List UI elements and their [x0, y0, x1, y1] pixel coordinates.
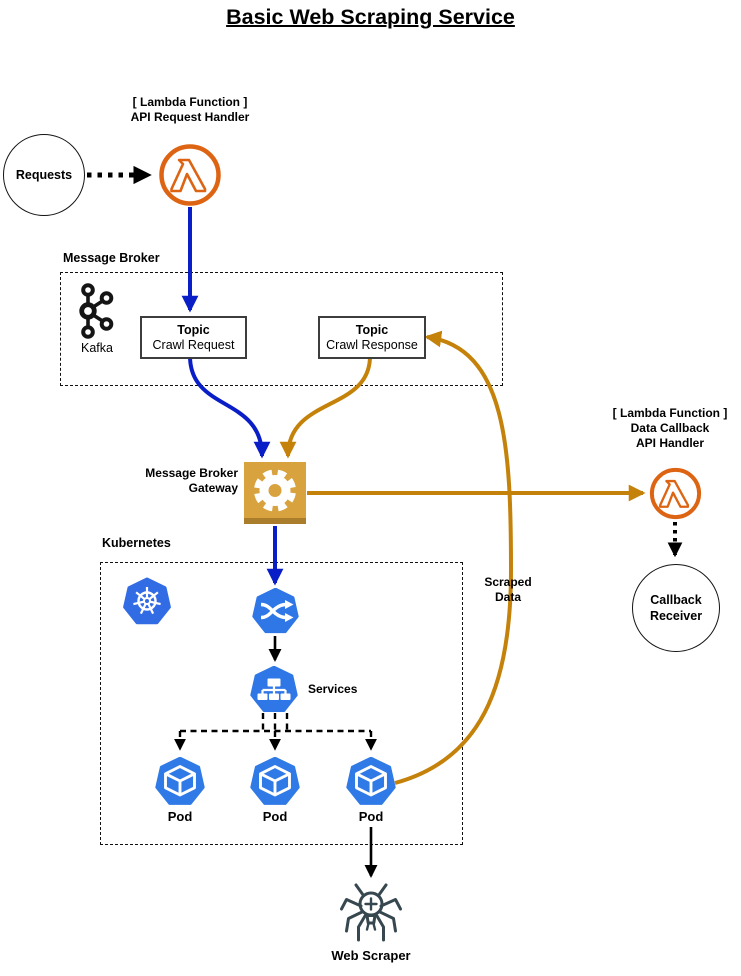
- pod-icon: [346, 757, 396, 805]
- ingress-shuffle-icon: [252, 588, 299, 634]
- edge-pod-to-topic-response-scraped-data: [394, 330, 514, 785]
- ingress-node[interactable]: [252, 588, 299, 635]
- pod-label-3: Pod: [358, 809, 384, 824]
- edge-topic-request-to-gateway: [188, 355, 271, 459]
- pod-node-1[interactable]: [155, 757, 205, 807]
- lambda-api-label-line1: [ Lambda Function ]: [132, 95, 248, 109]
- lambda-api-label-line2: API Request Handler: [130, 110, 250, 124]
- kafka-node[interactable]: [76, 282, 118, 340]
- gateway-gear-icon: [244, 462, 306, 524]
- requests-label: Requests: [15, 168, 73, 182]
- services-icon: [250, 666, 298, 713]
- lambda-callback-label-line1: [ Lambda Function ]: [612, 406, 728, 420]
- topic-response-title: Topic: [355, 322, 389, 337]
- lambda-icon: [159, 144, 221, 206]
- lambda-callback-label-line2: Data Callback: [630, 421, 710, 435]
- pod-label-1: Pod: [167, 809, 193, 824]
- pod-node-2[interactable]: [250, 757, 300, 807]
- kubernetes-group-box[interactable]: [100, 562, 463, 845]
- scraped-data-line2: Data: [494, 590, 521, 604]
- message-broker-group-box[interactable]: [60, 272, 503, 386]
- pod-label-2: Pod: [262, 809, 288, 824]
- services-label: Services: [308, 682, 358, 696]
- gateway-label-line2: Gateway: [188, 481, 238, 495]
- services-node[interactable]: [250, 666, 298, 714]
- scraped-data-line1: Scraped: [484, 575, 532, 589]
- edge-services-fanout: [180, 713, 371, 733]
- pod-node-3[interactable]: [346, 757, 396, 807]
- web-scraper-node[interactable]: [339, 883, 403, 945]
- lambda-callback-label: [ Lambda Function ] Data Callback API Ha…: [595, 406, 741, 451]
- diagram-title: Basic Web Scraping Service: [226, 5, 515, 29]
- kafka-label: Kafka: [81, 341, 113, 355]
- scraped-data-label: Scraped Data: [468, 575, 548, 605]
- lambda-api-node[interactable]: [158, 143, 222, 207]
- lambda-api-label: [ Lambda Function ] API Request Handler: [90, 95, 290, 125]
- gateway-label-line1: Message Broker: [145, 466, 238, 480]
- web-scraper-label: Web Scraper: [331, 948, 411, 963]
- callback-receiver-line2: Receiver: [649, 609, 703, 623]
- pod-icon: [155, 757, 205, 805]
- topic-response-name: Crawl Response: [326, 337, 418, 352]
- requests-node[interactable]: Requests: [3, 134, 85, 216]
- topic-request-name: Crawl Request: [152, 337, 235, 352]
- lambda-callback-node[interactable]: [649, 467, 702, 520]
- kubernetes-icon: [123, 577, 171, 625]
- kubernetes-logo-node[interactable]: [121, 576, 173, 628]
- lambda-icon: [649, 467, 702, 520]
- spider-icon: [340, 883, 402, 942]
- topic-crawl-request-node[interactable]: Topic Crawl Request: [140, 316, 247, 359]
- kubernetes-group-label: Kubernetes: [102, 536, 171, 550]
- message-broker-group-label: Message Broker: [63, 251, 160, 265]
- topic-request-title: Topic: [177, 322, 210, 337]
- edge-topic-response-to-gateway: [279, 355, 372, 459]
- callback-receiver-line1: Callback: [650, 593, 702, 607]
- message-broker-gateway-node[interactable]: [244, 462, 306, 524]
- pod-icon: [250, 757, 300, 805]
- gateway-label: Message Broker Gateway: [108, 466, 238, 496]
- kafka-icon: [79, 283, 114, 339]
- topic-crawl-response-node[interactable]: Topic Crawl Response: [318, 316, 426, 359]
- lambda-callback-label-line3: API Handler: [635, 436, 704, 450]
- callback-receiver-node[interactable]: Callback Receiver: [632, 564, 720, 652]
